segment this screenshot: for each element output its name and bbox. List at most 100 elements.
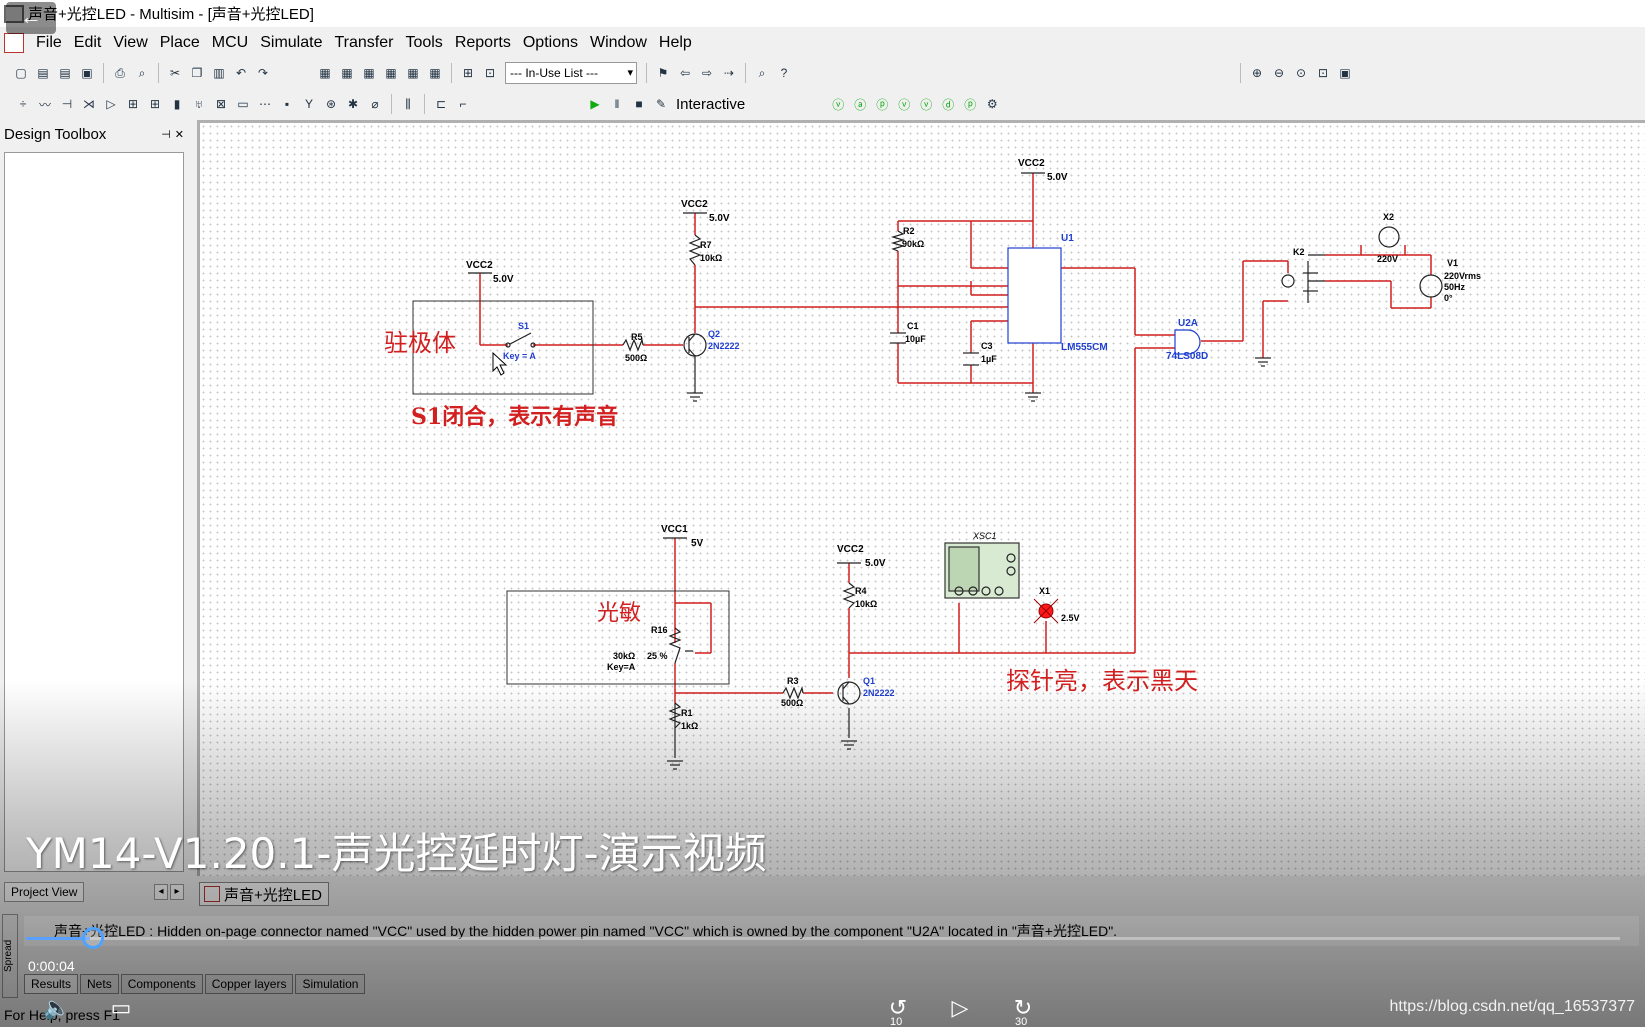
tab-results[interactable]: Results xyxy=(24,974,79,994)
hier-block-icon[interactable]: ⊏ xyxy=(435,97,447,111)
zoom-sheet-icon[interactable]: ⊡ xyxy=(1317,66,1329,80)
sheet-icon[interactable]: ▦ xyxy=(363,66,375,80)
probe-ref-icon[interactable]: ⓥ xyxy=(920,97,933,112)
menu-help[interactable]: Help xyxy=(658,34,692,51)
document-icon[interactable] xyxy=(4,33,24,53)
print-icon[interactable]: ⎙ xyxy=(115,65,125,80)
pin-icon[interactable]: ⊣ xyxy=(161,128,171,141)
zoom-out-icon[interactable]: ⊖ xyxy=(1273,66,1285,80)
place-basic-icon[interactable]: 〰 xyxy=(38,97,51,112)
open-folder-icon[interactable]: ▤ xyxy=(37,66,49,80)
fullscreen-icon[interactable]: ▣ xyxy=(1339,66,1351,80)
place-bus-icon[interactable]: ⫼ xyxy=(405,96,411,111)
menu-transfer[interactable]: Transfer xyxy=(334,34,394,51)
stop-simulation-icon[interactable]: ■ xyxy=(635,97,643,111)
help-icon[interactable]: ? xyxy=(780,66,788,80)
design-toolbox-tree[interactable] xyxy=(4,152,184,872)
place-ladder-icon[interactable]: ⌀ xyxy=(371,97,379,111)
menu-mcu[interactable]: MCU xyxy=(211,34,249,51)
place-mixed-icon[interactable]: ♅ xyxy=(194,97,204,111)
place-cmos-icon[interactable]: ⊞ xyxy=(149,97,161,111)
menu-simulate[interactable]: Simulate xyxy=(260,34,323,51)
back-annotate-icon[interactable]: ⇦ xyxy=(679,66,691,80)
place-advanced-icon[interactable]: ▪ xyxy=(284,97,290,111)
forward-icon[interactable]: ↻30 xyxy=(1005,994,1041,1027)
menu-edit[interactable]: Edit xyxy=(73,34,102,51)
pause-simulation-icon[interactable]: ‖ xyxy=(614,97,620,111)
probe-x1[interactable] xyxy=(1033,598,1059,624)
place-electromech-icon[interactable]: ⊛ xyxy=(325,97,337,111)
schematic-canvas[interactable]: 驻极体 S1闭合，表示有声音 光敏 探针亮，表示黑天 VCC2 5.0V S1 … xyxy=(197,120,1645,876)
results-message[interactable]: 声音+光控LED : Hidden on-page connector name… xyxy=(24,916,1639,946)
redo-icon[interactable]: ↷ xyxy=(257,66,269,80)
place-indicator-icon[interactable]: ⊠ xyxy=(215,97,227,111)
video-progress-knob[interactable] xyxy=(82,927,104,949)
probe-current-icon[interactable]: ⓐ xyxy=(854,97,867,112)
rewind-icon[interactable]: ↺10 xyxy=(880,994,916,1027)
transfer-icon[interactable]: ⇢ xyxy=(723,66,735,80)
annotation-s1-note: S1闭合，表示有声音 xyxy=(411,404,619,430)
simulation-mode-label[interactable]: Interactive xyxy=(676,95,746,113)
hierarchy-icon[interactable]: ⊞ xyxy=(462,66,474,80)
menu-tools[interactable]: Tools xyxy=(405,34,443,51)
place-misc-icon[interactable]: ⋯ xyxy=(259,97,271,111)
find-icon[interactable]: ⌕ xyxy=(758,65,766,80)
open-sample-icon[interactable]: ▤ xyxy=(59,66,71,80)
tab-project-view[interactable]: Project View xyxy=(4,882,85,902)
place-analog-icon[interactable]: ▷ xyxy=(106,97,116,111)
play-icon[interactable]: ▷ xyxy=(951,995,969,1020)
wire-icon[interactable]: ⌐ xyxy=(459,97,467,111)
place-ttl-icon[interactable]: ⊞ xyxy=(127,97,139,111)
place-mcu-icon[interactable]: ✱ xyxy=(347,97,359,111)
grapher-icon[interactable]: ▦ xyxy=(385,66,397,80)
zoom-area-icon[interactable]: ⊙ xyxy=(1295,66,1307,80)
menu-window[interactable]: Window xyxy=(589,34,647,51)
zoom-in-icon[interactable]: ⊕ xyxy=(1251,66,1263,80)
place-power-icon[interactable]: ▭ xyxy=(237,97,249,111)
copy-icon[interactable]: ❐ xyxy=(191,66,203,80)
place-source-icon[interactable]: ÷ xyxy=(19,97,27,111)
save-icon[interactable]: ▣ xyxy=(81,66,93,80)
place-diode-icon[interactable]: ⊣ xyxy=(61,97,73,111)
print-preview-icon[interactable]: ⌕ xyxy=(138,65,146,80)
back-arrow-icon[interactable]: ← xyxy=(6,2,56,34)
place-misc-digital-icon[interactable]: ▮ xyxy=(173,97,181,111)
database-icon[interactable]: ▦ xyxy=(407,66,419,80)
scroll-left-icon[interactable]: ◂ xyxy=(154,884,168,900)
component-wizard-icon[interactable]: ▦ xyxy=(429,66,441,80)
tab-simulation[interactable]: Simulation xyxy=(295,974,366,994)
spreadsheet-view-icon[interactable]: ▦ xyxy=(341,66,353,80)
erc-icon[interactable]: ⚑ xyxy=(657,66,669,80)
place-transistor-icon[interactable]: ⋊ xyxy=(83,97,95,111)
probe-settings-icon[interactable]: ⓟ xyxy=(964,97,977,112)
run-simulation-icon[interactable]: ▶ xyxy=(590,97,600,111)
toggle-fullscreen-icon[interactable]: ▦ xyxy=(319,66,331,80)
tab-copper-layers[interactable]: Copper layers xyxy=(204,974,294,994)
scroll-right-icon[interactable]: ▸ xyxy=(170,884,184,900)
paste-icon[interactable]: ▥ xyxy=(213,66,225,80)
menu-place[interactable]: Place xyxy=(159,34,200,51)
replace-icon[interactable]: ⊡ xyxy=(484,66,496,80)
tab-nets[interactable]: Nets xyxy=(80,974,119,994)
tab-components[interactable]: Components xyxy=(120,974,203,994)
tab-document[interactable]: 声音+光控LED xyxy=(199,882,329,906)
menu-file[interactable]: File xyxy=(36,34,62,51)
place-rf-icon[interactable]: Y xyxy=(304,97,313,111)
probe-voltage-icon[interactable]: ⓥ xyxy=(832,97,845,112)
probe-digital-icon[interactable]: ⓓ xyxy=(942,97,955,112)
gear-icon[interactable]: ⚙ xyxy=(986,97,998,111)
menu-view[interactable]: View xyxy=(113,34,148,51)
probe-power-icon[interactable]: ⓟ xyxy=(876,97,889,112)
menu-reports[interactable]: Reports xyxy=(454,34,511,51)
cut-icon[interactable]: ✂ xyxy=(169,66,181,80)
undo-icon[interactable]: ↶ xyxy=(235,66,247,80)
in-use-list-dropdown[interactable]: --- In-Use List --- ▾ xyxy=(505,62,637,84)
close-icon[interactable]: ✕ xyxy=(174,128,184,141)
new-file-icon[interactable]: ▢ xyxy=(15,66,27,80)
probe-diff-icon[interactable]: ⓥ xyxy=(898,97,911,112)
video-progress-bar[interactable] xyxy=(26,937,1620,940)
volume-icon[interactable]: 🔈 xyxy=(43,995,71,1020)
subtitles-icon[interactable]: ▭ xyxy=(110,995,132,1020)
forward-annotate-icon[interactable]: ⇨ xyxy=(701,66,713,80)
menu-options[interactable]: Options xyxy=(522,34,578,51)
